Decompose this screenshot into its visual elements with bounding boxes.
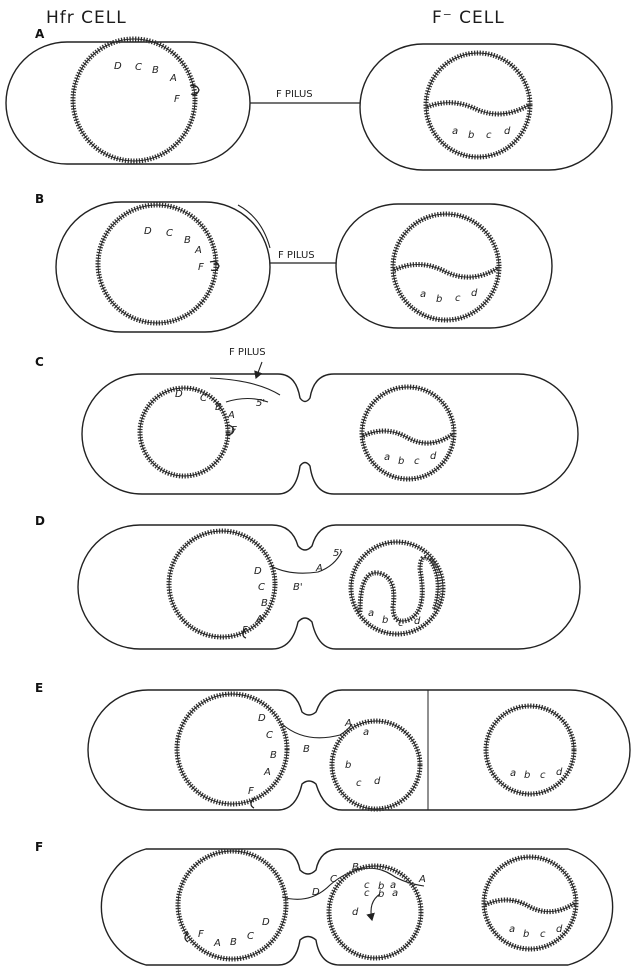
gene-label: A	[169, 73, 177, 84]
gene-label: 5'	[256, 398, 265, 409]
gene-label: F	[198, 929, 204, 940]
gene-label: a	[392, 888, 398, 899]
recipient-chromosome	[362, 387, 454, 479]
gene-label: d	[556, 767, 563, 778]
gene-label: b	[382, 615, 388, 626]
gene-label: c	[414, 456, 420, 467]
gene-label: a	[384, 452, 390, 463]
gene-label: F	[231, 425, 237, 436]
hfr-chromosome	[177, 694, 287, 804]
gene-label: d	[414, 616, 421, 627]
hfr-cell-outline	[6, 42, 250, 164]
gene-label: C	[166, 228, 173, 239]
gene-label: C	[266, 730, 273, 741]
f-factor-insert	[210, 262, 219, 271]
gene-label: c	[364, 888, 370, 899]
gene-label: a	[363, 727, 369, 738]
gene-label: B	[270, 750, 277, 761]
gene-label: d	[374, 776, 381, 787]
gene-label: C	[258, 582, 265, 593]
gene-label: c	[398, 618, 404, 629]
gene-label: D	[114, 61, 122, 72]
gene-label: b	[345, 760, 351, 771]
f-pilus-label: F PILUS	[276, 89, 313, 100]
gene-label: B	[261, 598, 268, 609]
gene-label: c	[540, 929, 546, 940]
gene-label: A	[263, 767, 271, 778]
f-pilus-label: F PILUS	[278, 250, 315, 261]
gene-label: A	[213, 938, 221, 949]
gene-label: b	[524, 770, 530, 781]
gene-label: a	[420, 289, 426, 300]
gene-label: B'	[293, 582, 303, 593]
f-minus-cell-outline	[360, 44, 612, 170]
gene-label: D	[258, 713, 266, 724]
gene-label: C	[247, 931, 254, 942]
gene-label: D	[144, 226, 152, 237]
gene-label: A	[315, 563, 323, 574]
recipient-chromosome	[329, 866, 421, 958]
gene-label: b	[523, 929, 529, 940]
gene-label: F	[242, 625, 248, 636]
gene-label: c	[356, 778, 362, 789]
gene-label: d	[504, 126, 511, 137]
panel-d: D C B A F 5' A B' a b c d	[78, 525, 580, 649]
gene-label: c	[455, 293, 461, 304]
gene-label: B	[184, 235, 191, 246]
mating-pair-outline	[78, 525, 580, 649]
gene-label: a	[509, 924, 515, 935]
gene-label: d	[556, 924, 563, 935]
gene-label: B	[230, 937, 237, 948]
gene-label: A	[194, 245, 202, 256]
gene-label: c	[486, 130, 492, 141]
gene-label: d	[430, 451, 437, 462]
gene-label: b	[436, 294, 442, 305]
gene-label: C	[200, 393, 207, 404]
gene-label: b	[378, 889, 384, 900]
gene-label: A	[227, 410, 235, 421]
panel-c: F PILUS D C B A F 5' a b c d	[82, 347, 578, 494]
gene-label: B	[152, 65, 159, 76]
gene-label: b	[398, 456, 404, 467]
gene-label: D	[175, 389, 183, 400]
gene-label: D	[312, 887, 320, 898]
gene-label: A	[255, 614, 263, 625]
f-factor-insert	[185, 932, 188, 942]
gene-label: B	[303, 744, 310, 755]
gene-label: D	[254, 566, 262, 577]
panel-f: F A B C D D C B A a b c d c b a a b c d	[101, 849, 612, 965]
hfr-cell-outline	[56, 202, 270, 332]
f-minus-cell-outline	[336, 204, 552, 328]
gene-label: A	[418, 874, 426, 885]
panel-a: D C B A F F PILUS a b c d	[6, 39, 612, 170]
gene-label: c	[540, 770, 546, 781]
f-factor-insert	[251, 798, 254, 808]
gene-label: D	[262, 917, 270, 928]
gene-label: F	[174, 94, 180, 105]
gene-label: A	[344, 718, 352, 729]
gene-label: a	[452, 126, 458, 137]
gene-label: a	[510, 768, 516, 779]
gene-label: F	[198, 262, 204, 273]
gene-label: B	[215, 402, 222, 413]
gene-label: b	[468, 130, 474, 141]
recipient-chromosome	[393, 214, 499, 320]
gene-label: d	[352, 907, 359, 918]
gene-label: a	[368, 608, 374, 619]
panel-e: D C B A F A B a b c d a b c d	[88, 690, 630, 810]
panel-b: D C B A F F PILUS a b c d	[56, 202, 552, 332]
gene-label: 5'	[333, 548, 342, 559]
f-pilus-label: F PILUS	[229, 347, 266, 358]
gene-label: C	[135, 62, 142, 73]
gene-label: F	[248, 786, 254, 797]
third-cell-chromosome	[484, 857, 576, 949]
mating-pair-outline	[82, 374, 578, 494]
gene-label: C	[330, 874, 337, 885]
gene-label: d	[471, 288, 478, 299]
